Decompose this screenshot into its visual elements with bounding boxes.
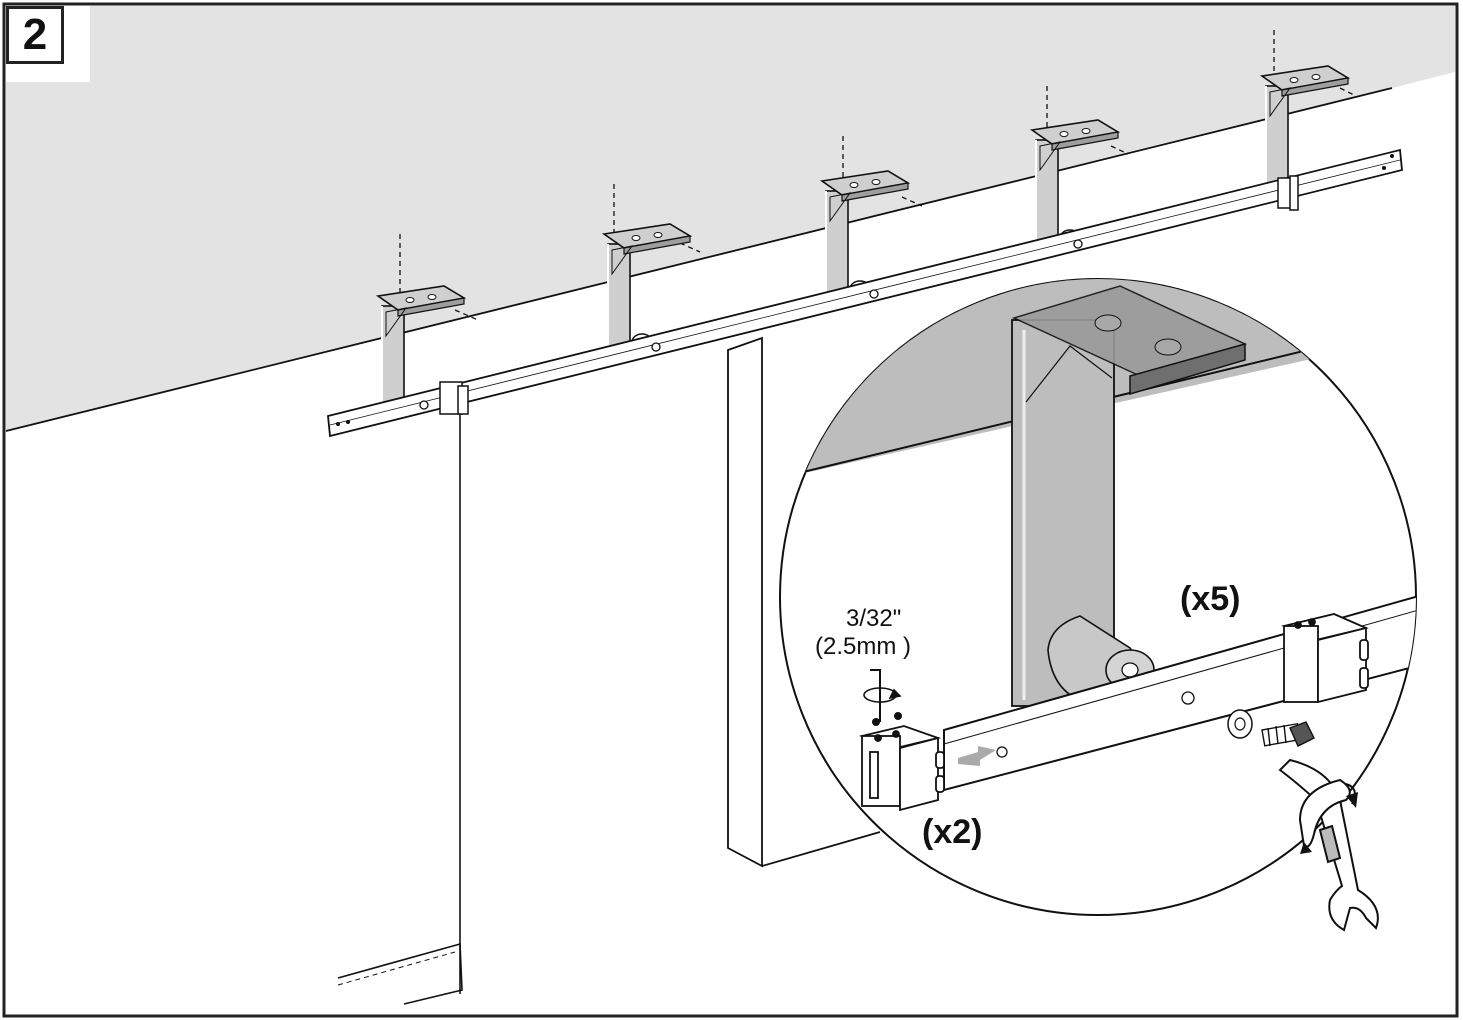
quantity-label-stops: (x2) xyxy=(922,813,983,851)
door-stop xyxy=(439,381,469,415)
allen-size-metric: (2.5mm ) xyxy=(815,633,911,660)
door-panel-middle xyxy=(727,336,881,868)
door-panel-left xyxy=(337,414,463,1005)
allen-size-imperial: 3/32" xyxy=(846,605,902,632)
guide-lines xyxy=(399,30,1357,321)
track-rail xyxy=(327,148,1403,438)
allen-key-icon xyxy=(870,669,881,722)
ceiling-wall-edge xyxy=(5,87,1393,432)
set-screw xyxy=(872,718,880,726)
door-stop xyxy=(1277,175,1299,211)
washer-icon xyxy=(1227,709,1253,739)
rotate-arrow-icon xyxy=(863,687,902,703)
wrench-icon xyxy=(1278,758,1379,932)
direction-arrow-icon xyxy=(958,746,996,766)
detail-right-stop xyxy=(1281,613,1369,704)
ceiling-area xyxy=(6,6,1455,431)
step-number: 2 xyxy=(22,10,48,59)
quantity-label-brackets: (x5) xyxy=(1180,580,1241,618)
set-screw xyxy=(894,712,902,720)
bolt-icon xyxy=(1261,721,1315,747)
detail-left-stop xyxy=(858,725,945,812)
step-number-box: 2 xyxy=(6,6,64,64)
